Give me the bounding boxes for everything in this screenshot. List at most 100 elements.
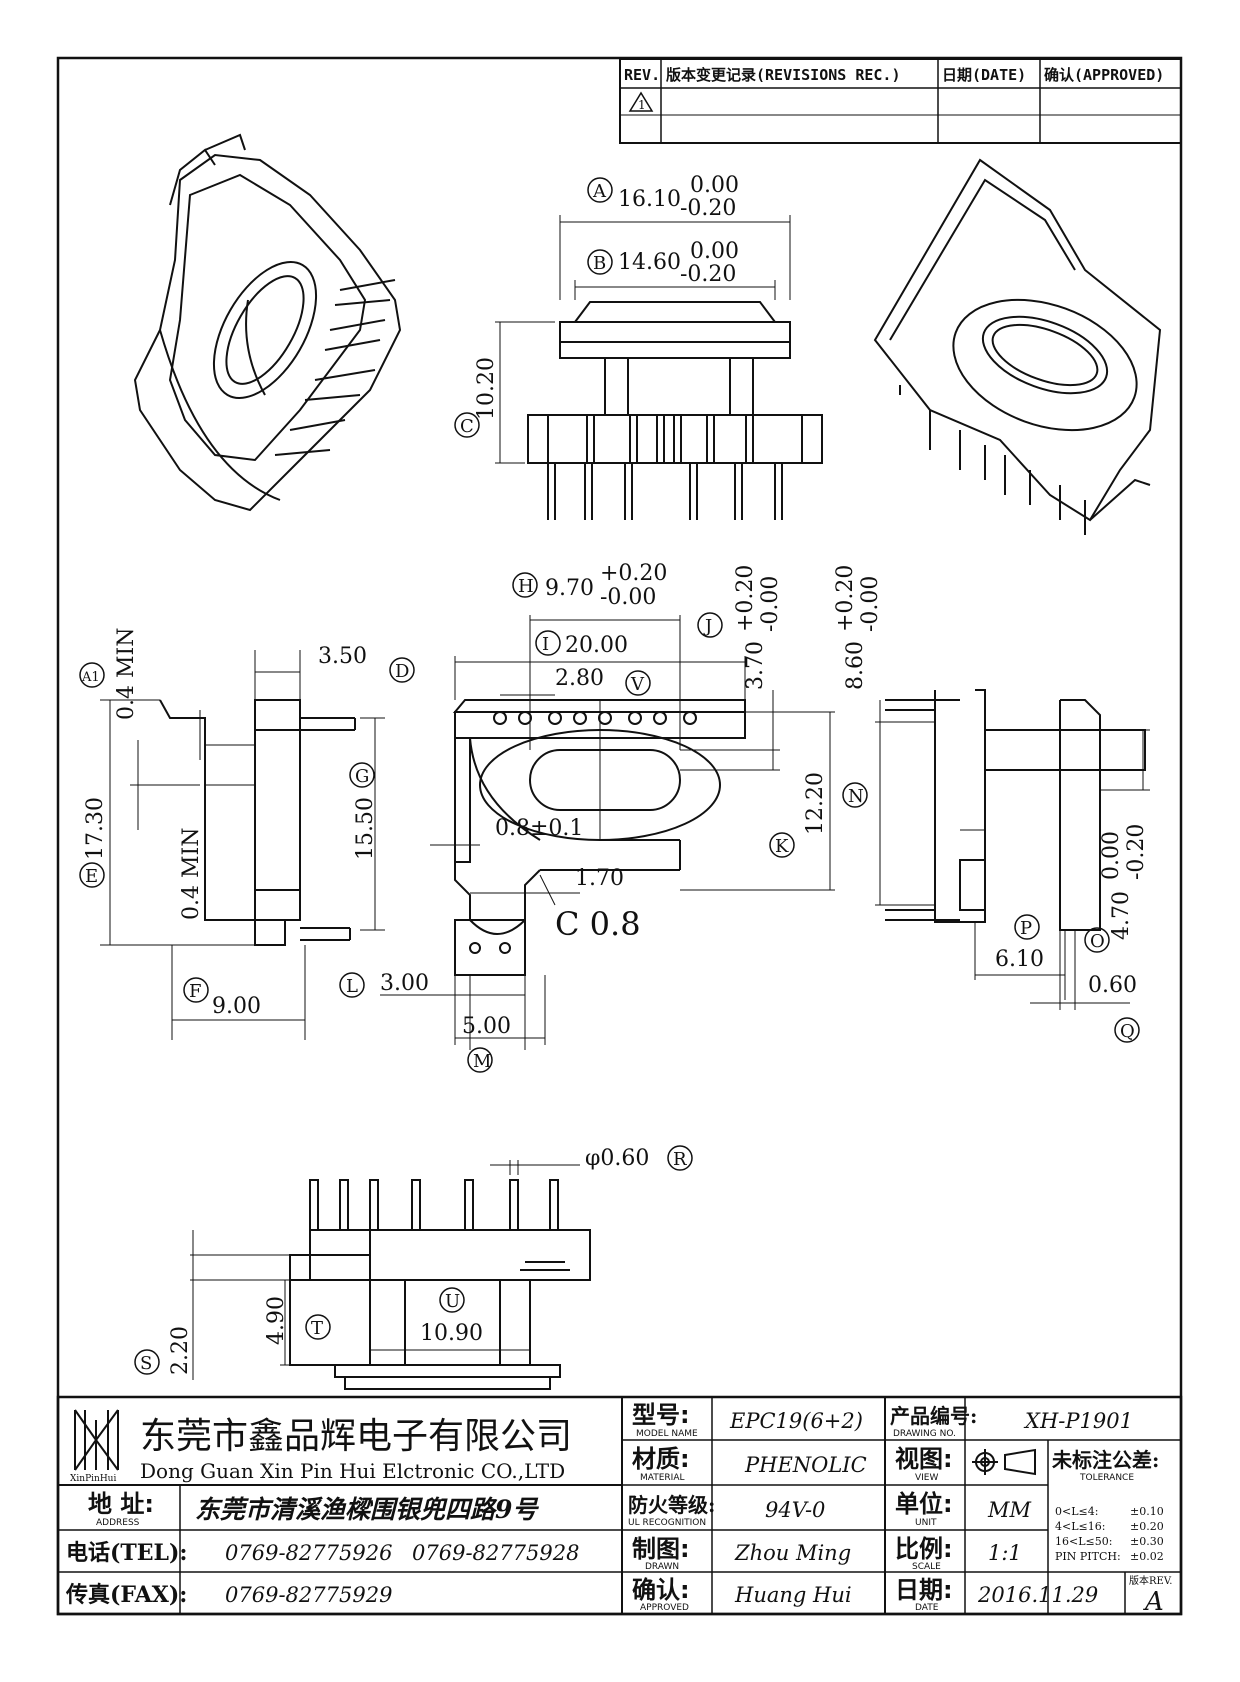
rev-value: A [1143, 1587, 1164, 1617]
material-label-en: MATERIAL [640, 1473, 685, 1483]
svg-text:17.30: 17.30 [83, 797, 108, 860]
logo-text: XinPinHui [70, 1474, 116, 1484]
svg-text:M: M [473, 1051, 491, 1072]
title-block: XinPinHui 东莞市鑫品辉电子有限公司 Dong Guan Xin Pin… [56, 1395, 1183, 1617]
revision-number: 1 [638, 98, 646, 112]
material-label: 材质: [632, 1445, 690, 1473]
svg-text:E: E [85, 866, 98, 887]
company-name-en: Dong Guan Xin Pin Hui Elctronic CO.,LTD [140, 1459, 565, 1483]
svg-text:±0.10: ±0.10 [1130, 1505, 1164, 1518]
fax-label: 传真(FAX): [65, 1582, 187, 1608]
company-logo [74, 1409, 119, 1471]
svg-text:G: G [355, 766, 369, 787]
svg-text:0.00: 0.00 [1099, 831, 1124, 880]
svg-text:2.20: 2.20 [168, 1326, 193, 1375]
svg-text:2.80: 2.80 [555, 666, 604, 691]
svg-text:F: F [189, 981, 202, 1002]
approved-label: 确认: [632, 1576, 690, 1604]
side-view-left [100, 650, 385, 1040]
drawn-value: Zhou Ming [734, 1541, 851, 1565]
svg-text:-0.00: -0.00 [600, 585, 656, 610]
svg-text:-0.20: -0.20 [1124, 824, 1149, 880]
svg-text:4<L≤16:: 4<L≤16: [1055, 1520, 1105, 1533]
drawn-label: 制图: [632, 1535, 690, 1563]
dimension-slot: 0.8±0.1 [495, 816, 583, 841]
unit-label-en: UNIT [915, 1518, 937, 1528]
svg-text:14.60: 14.60 [618, 250, 681, 275]
drawn-label-en: DRAWN [645, 1562, 679, 1572]
date-label-en: DATE [915, 1603, 939, 1613]
svg-text:3.00: 3.00 [380, 971, 429, 996]
svg-text:O: O [1090, 931, 1105, 952]
dimension-min2: 0.4 MIN [179, 828, 204, 920]
address-label-en: ADDRESS [96, 1518, 140, 1528]
svg-text:I: I [542, 634, 549, 655]
svg-text:S: S [140, 1353, 152, 1374]
drawing-no-label-en: DRAWING NO. [893, 1429, 956, 1439]
front-view-top [495, 215, 823, 520]
svg-text:0.60: 0.60 [1088, 973, 1137, 998]
svg-text:J: J [703, 616, 712, 637]
tolerance-label-en: TOLERANCE [1079, 1473, 1134, 1483]
svg-text:±0.02: ±0.02 [1130, 1550, 1164, 1563]
svg-text:9.70: 9.70 [545, 576, 594, 601]
approved-header: 确认(APPROVED) [1044, 66, 1164, 84]
bottom-view-lower [190, 1160, 591, 1390]
date-header: 日期(DATE) [942, 66, 1026, 84]
svg-text:P: P [1020, 918, 1032, 939]
scale-label: 比例: [895, 1535, 953, 1563]
projection-symbol-icon [972, 1448, 1036, 1476]
svg-text:16<L≤50:: 16<L≤50: [1055, 1535, 1112, 1548]
dimension-R: φ0.60 R [585, 1145, 693, 1171]
date-value: 2016.11.29 [977, 1583, 1098, 1607]
dimension-A: A 16.10 0.00 -0.20 [587, 173, 739, 221]
scale-value: 1:1 [988, 1541, 1022, 1565]
dimension-F: F 9.00 [183, 977, 261, 1019]
svg-text:3.70: 3.70 [743, 641, 768, 690]
svg-text:±0.20: ±0.20 [1130, 1520, 1164, 1533]
unit-label: 单位: [895, 1490, 953, 1518]
dimension-V: 2.80 V [555, 666, 651, 696]
dimension-G: G 15.50 [349, 762, 378, 860]
svg-text:9.00: 9.00 [212, 994, 261, 1019]
svg-text:A: A [592, 181, 607, 202]
svg-text:D: D [395, 661, 409, 682]
svg-text:R: R [673, 1149, 687, 1170]
svg-text:V: V [630, 674, 645, 695]
svg-text:-0.00: -0.00 [758, 576, 783, 632]
model-value: EPC19(6+2) [729, 1409, 863, 1433]
bottom-view-center [380, 615, 835, 1050]
svg-text:±0.30: ±0.30 [1130, 1535, 1164, 1548]
dimension-M: 5.00 M [462, 1014, 511, 1073]
svg-text:-0.00: -0.00 [858, 576, 883, 632]
model-label-en: MODEL NAME [636, 1429, 698, 1439]
svg-text:PIN PITCH:: PIN PITCH: [1055, 1550, 1121, 1563]
record-header: 版本变更记录(REVISIONS REC.) [666, 66, 901, 84]
tel-value-1: 0769-82775926 [225, 1541, 392, 1565]
approved-label-en: APPROVED [640, 1603, 689, 1613]
svg-text:4.70: 4.70 [1109, 891, 1134, 940]
side-view-right [875, 689, 1150, 1010]
date-label: 日期: [895, 1576, 953, 1604]
svg-text:+0.20: +0.20 [733, 565, 758, 632]
isometric-view-right [873, 158, 1162, 535]
dimension-K: K 12.20 [769, 772, 828, 858]
unit-value: MM [987, 1498, 1032, 1522]
dimension-U: U 10.90 [420, 1287, 483, 1346]
tolerance-label: 未标注公差: [1052, 1448, 1159, 1472]
svg-text:5.00: 5.00 [462, 1014, 511, 1039]
svg-text:C: C [460, 416, 474, 437]
svg-text:6.10: 6.10 [995, 947, 1044, 972]
approved-value: Huang Hui [734, 1583, 852, 1607]
svg-text:L: L [346, 976, 358, 997]
view-label: 视图: [895, 1445, 953, 1473]
company-name-cn: 东莞市鑫品辉电子有限公司 [140, 1416, 572, 1457]
revision-triangle-icon [628, 91, 654, 112]
dimension-Q: 0.60 Q [1088, 973, 1140, 1043]
tolerance-table: 0<L≤4: ±0.10 4<L≤16: ±0.20 16<L≤50: ±0.3… [1055, 1505, 1164, 1563]
drawing-no-value: XH-P1901 [1023, 1409, 1133, 1433]
tel-label: 电话(TEL): [66, 1540, 188, 1566]
dimension-D: 3.50 D [318, 644, 415, 683]
revision-table: REV. 版本变更记录(REVISIONS REC.) 日期(DATE) 确认(… [619, 58, 1182, 144]
svg-text:A1: A1 [81, 670, 100, 685]
